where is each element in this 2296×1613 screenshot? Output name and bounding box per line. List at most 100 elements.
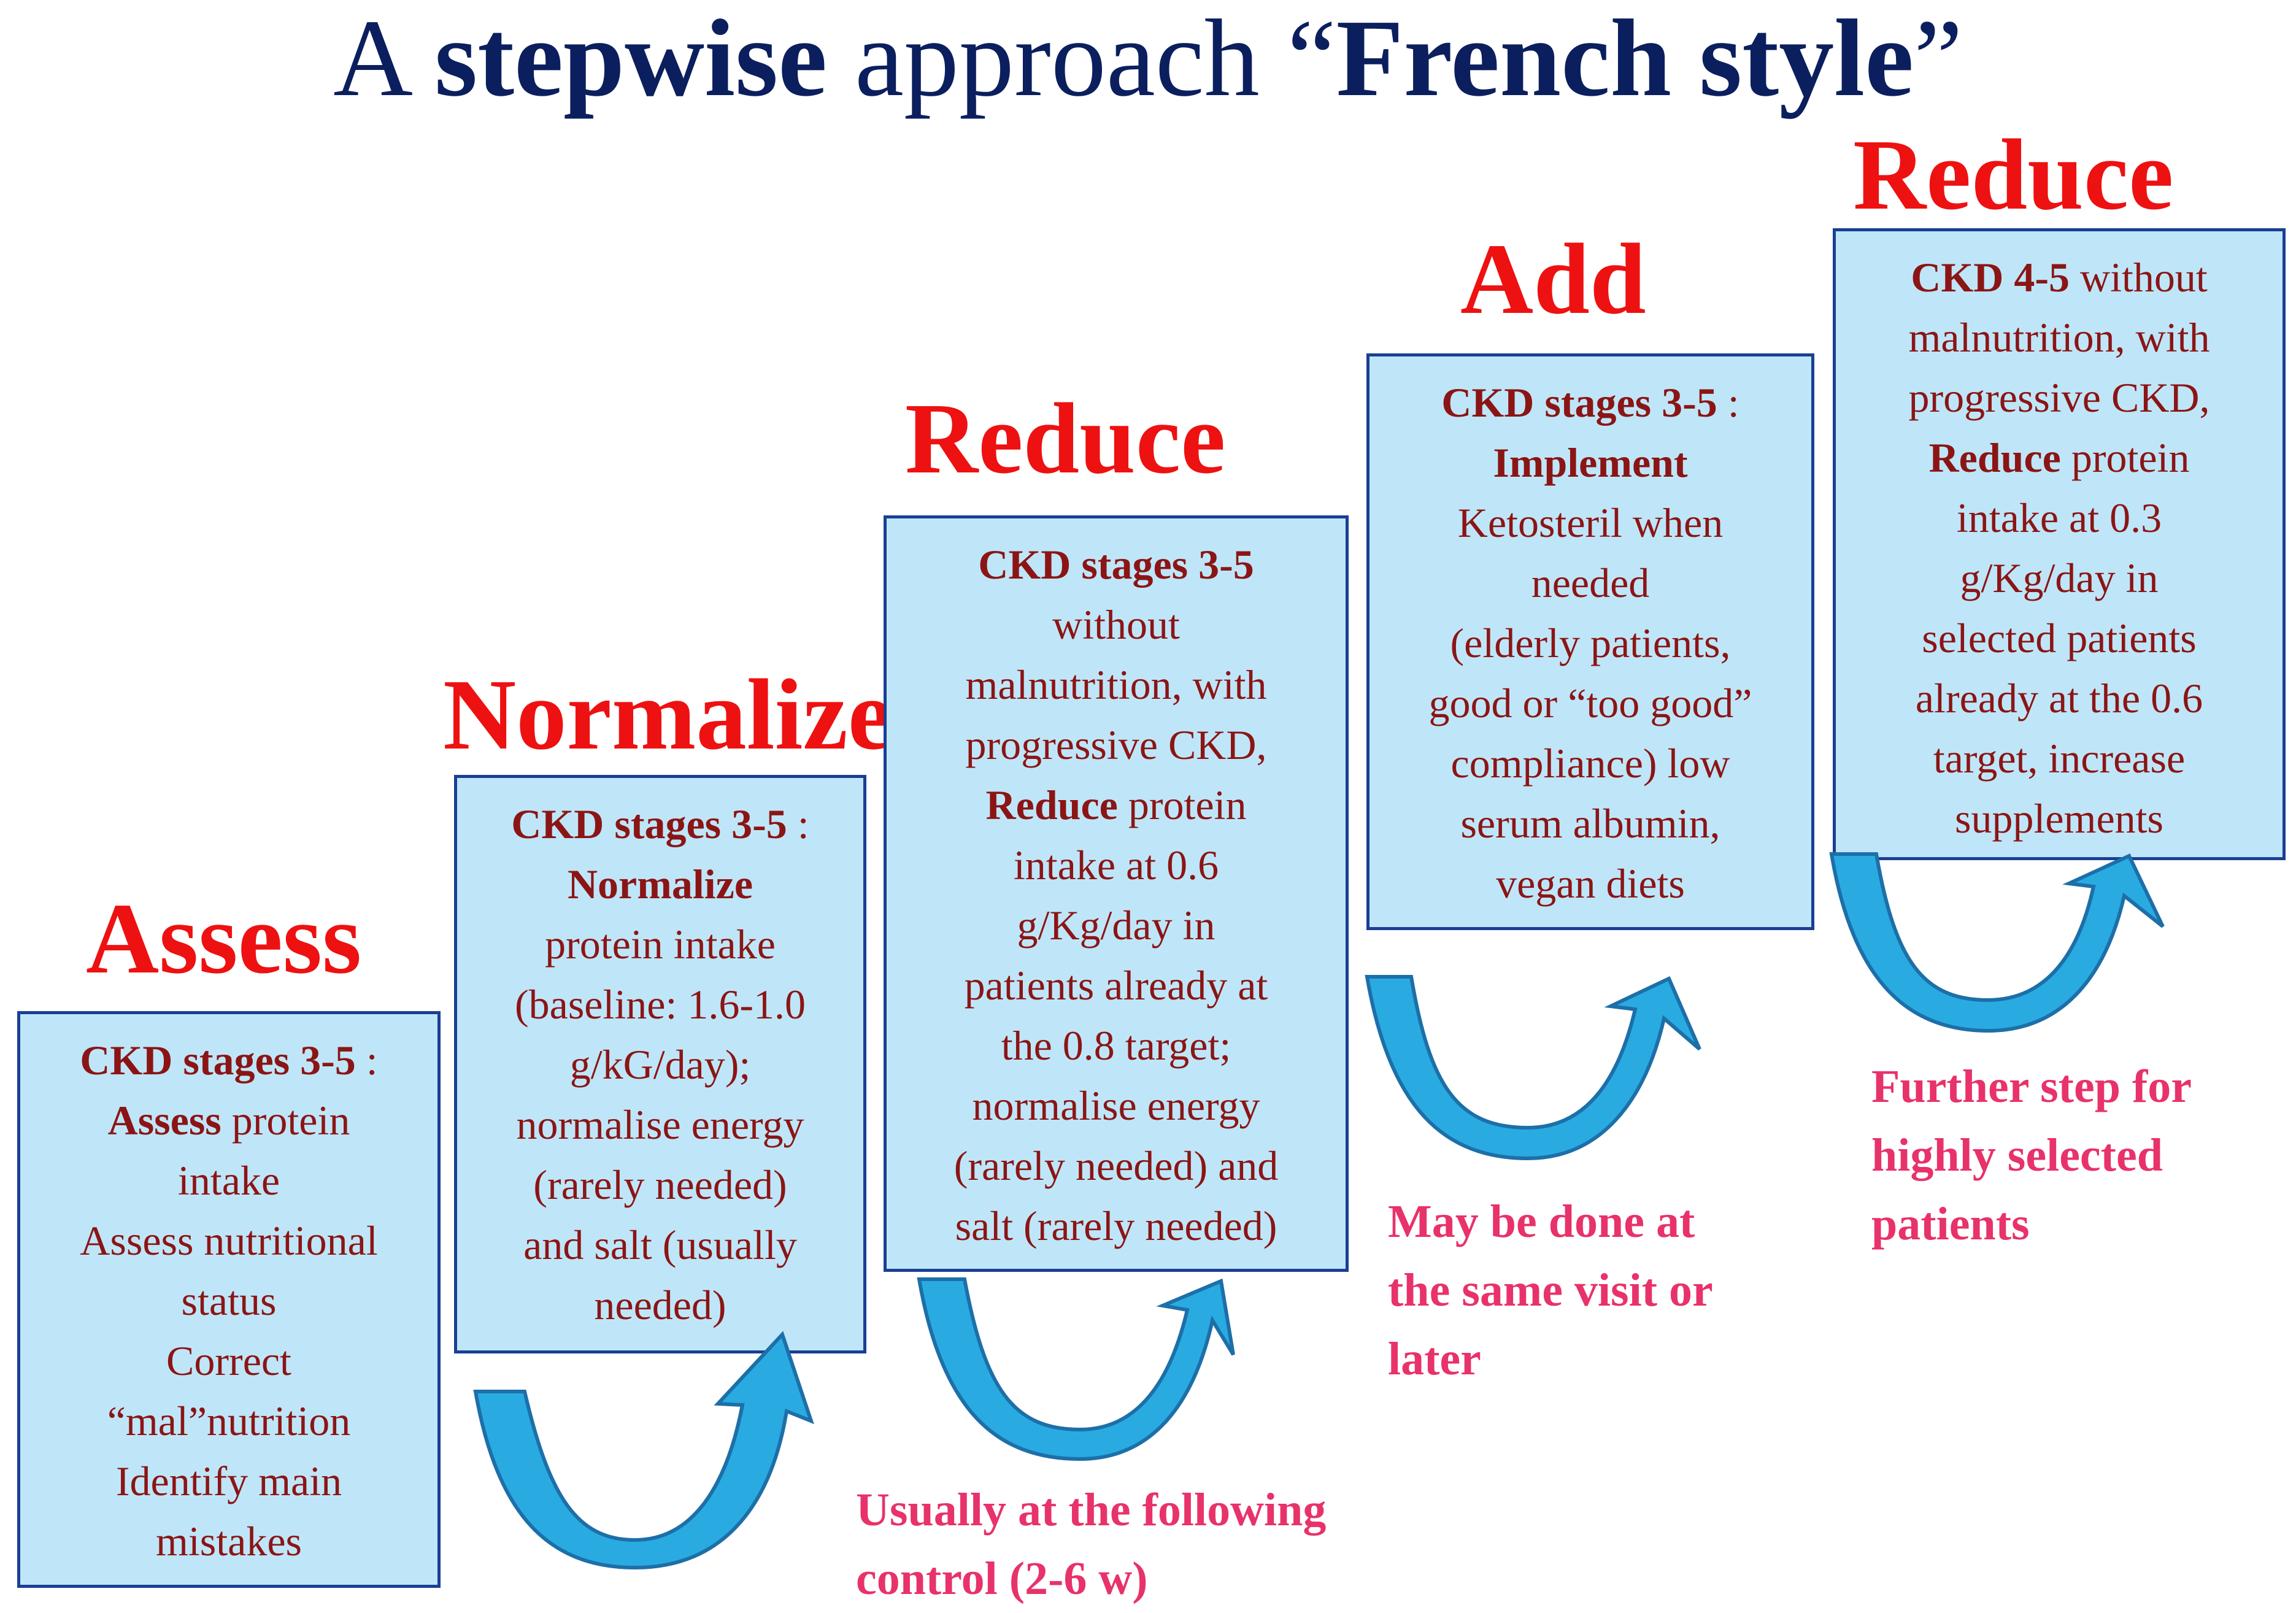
step-box-line-text: malnutrition, with: [1908, 314, 2210, 361]
step-box-line-text: (baseline: 1.6-1.0: [515, 981, 806, 1028]
note-line: later: [1388, 1333, 1481, 1385]
step-label-reduce-2: Reduce: [1853, 118, 2174, 231]
step-box-line: (elderly patients,: [1378, 613, 1803, 673]
title-part-bold: stepwise: [434, 0, 828, 119]
step-box-line: normalise energy: [466, 1095, 855, 1155]
step-box-line: status: [29, 1271, 429, 1331]
step-box-line-text: (rarely needed): [533, 1161, 787, 1208]
step-box-line: needed): [466, 1275, 855, 1335]
step-box-line-text: protein: [221, 1097, 350, 1144]
step-box-line-text: needed: [1531, 560, 1650, 606]
step-box-line-bold: CKD stages 3-5: [978, 541, 1254, 588]
step-box-line-text: :: [1717, 379, 1739, 426]
step-box-line: CKD stages 3-5 :: [1378, 372, 1803, 433]
step-box-line: target, increase: [1844, 728, 2274, 788]
step-label-assess: Assess: [86, 882, 362, 995]
step-box-line: CKD stages 3-5: [895, 534, 1337, 595]
step-box-line-text: protein: [1117, 782, 1247, 828]
step-box-line: Assess nutritional: [29, 1211, 429, 1271]
step-box-line-text: without: [1052, 601, 1180, 648]
step-box-line-text: progressive CKD,: [965, 722, 1267, 768]
step-box-line-bold: CKD stages 3-5: [511, 801, 787, 847]
note-line: patients: [1871, 1198, 2030, 1250]
step-box-line-bold: Reduce: [1928, 434, 2061, 481]
step-box-normalize: CKD stages 3-5 : Normalize protein intake (…: [454, 775, 866, 1353]
step-box-line: good or “too good”: [1378, 673, 1803, 733]
step-box-line-text: protein: [2060, 434, 2190, 481]
title-part: approach “: [827, 0, 1336, 119]
step-box-line: patients already at: [895, 955, 1337, 1015]
step-box-line: CKD stages 3-5 :: [29, 1030, 429, 1090]
step-box-line-text: protein intake: [545, 921, 776, 968]
step-box-line-text: already at the 0.6: [1915, 675, 2203, 722]
step-label-normalize: Normalize: [443, 658, 893, 771]
step-box-line-text: Assess nutritional: [80, 1217, 378, 1264]
note-line: Usually at the following: [856, 1484, 1327, 1536]
note-following-control: Usually at the following control (2-6 w): [856, 1476, 1326, 1613]
step-box-line-text: vegan diets: [1496, 860, 1685, 907]
step-box-line-text: needed): [594, 1282, 726, 1328]
step-box-line-text: :: [355, 1037, 378, 1084]
step-box-line: Correct: [29, 1331, 429, 1391]
title-part: A: [333, 0, 435, 119]
step-box-line-text: Correct: [166, 1338, 291, 1384]
step-box-line-bold: CKD stages 3-5: [80, 1037, 356, 1084]
note-line: highly selected: [1871, 1130, 2163, 1181]
step-box-line: protein intake: [466, 914, 855, 974]
step-box-reduce-2: CKD 4-5 without malnutrition, with progres…: [1833, 228, 2286, 860]
step-box-line: Reduce protein: [1844, 428, 2274, 488]
step-box-line-text: g/Kg/day in: [1960, 555, 2159, 601]
title-part: ”: [1914, 0, 1963, 119]
curved-up-arrow-icon: [917, 1277, 1235, 1461]
step-box-line: needed: [1378, 553, 1803, 613]
step-box-line-text: status: [181, 1277, 277, 1324]
step-box-line-text: g/Kg/day in: [1017, 902, 1215, 949]
step-box-line-text: normalise energy: [516, 1101, 804, 1148]
step-label-add: Add: [1460, 223, 1646, 335]
step-box-line: CKD stages 3-5 :: [466, 794, 855, 854]
step-box-line-text: g/kG/day);: [569, 1041, 751, 1088]
step-box-line-text: supplements: [1955, 795, 2163, 842]
step-box-line: (rarely needed) and: [895, 1136, 1337, 1196]
step-box-line: normalise energy: [895, 1076, 1337, 1136]
curved-up-arrow-icon: [1365, 975, 1701, 1161]
step-box-line-text: “mal”nutrition: [107, 1398, 351, 1444]
step-box-line: intake: [29, 1150, 429, 1211]
step-box-line-text: compliance) low: [1450, 740, 1730, 787]
step-box-line-bold: Implement: [1493, 439, 1688, 486]
step-box-line-text: selected patients: [1922, 615, 2197, 661]
step-box-line-bold: Assess: [107, 1097, 222, 1144]
step-box-line: without: [895, 595, 1337, 655]
step-box-line-text: patients already at: [964, 962, 1268, 1009]
step-box-line-bold: CKD stages 3-5: [1441, 379, 1717, 426]
step-box-line: CKD 4-5 without: [1844, 247, 2274, 307]
curved-up-arrow-icon: [473, 1331, 814, 1570]
step-box-line-bold: CKD 4-5: [1911, 254, 2070, 301]
step-box-line: already at the 0.6: [1844, 668, 2274, 728]
step-box-line: g/kG/day);: [466, 1034, 855, 1095]
step-box-line-text: intake at 0.6: [1013, 842, 1219, 888]
step-box-line-text: good or “too good”: [1428, 680, 1752, 726]
note-line: May be done at: [1388, 1196, 1695, 1247]
step-box-line-text: serum albumin,: [1460, 800, 1720, 847]
step-label-reduce-1: Reduce: [905, 382, 1226, 495]
step-box-line-bold: Normalize: [567, 861, 753, 907]
step-box-line-text: progressive CKD,: [1908, 374, 2210, 421]
step-box-line-text: intake at 0.3: [1956, 495, 2162, 541]
step-box-line: intake at 0.3: [1844, 488, 2274, 548]
step-box-line-text: intake: [177, 1157, 280, 1204]
curved-up-arrow-icon: [1829, 852, 2165, 1033]
step-box-line: the 0.8 target;: [895, 1015, 1337, 1076]
step-box-line: “mal”nutrition: [29, 1391, 429, 1451]
step-box-line: and salt (usually: [466, 1215, 855, 1275]
step-box-line: progressive CKD,: [1844, 368, 2274, 428]
step-box-line: Normalize: [466, 854, 855, 914]
step-box-line-text: salt (rarely needed): [955, 1203, 1277, 1249]
note-line: control (2-6 w): [856, 1553, 1148, 1604]
step-box-line-text: normalise energy: [972, 1082, 1260, 1129]
step-box-line-text: :: [787, 801, 809, 847]
page-title: A stepwise approach “French style”: [0, 0, 2296, 117]
